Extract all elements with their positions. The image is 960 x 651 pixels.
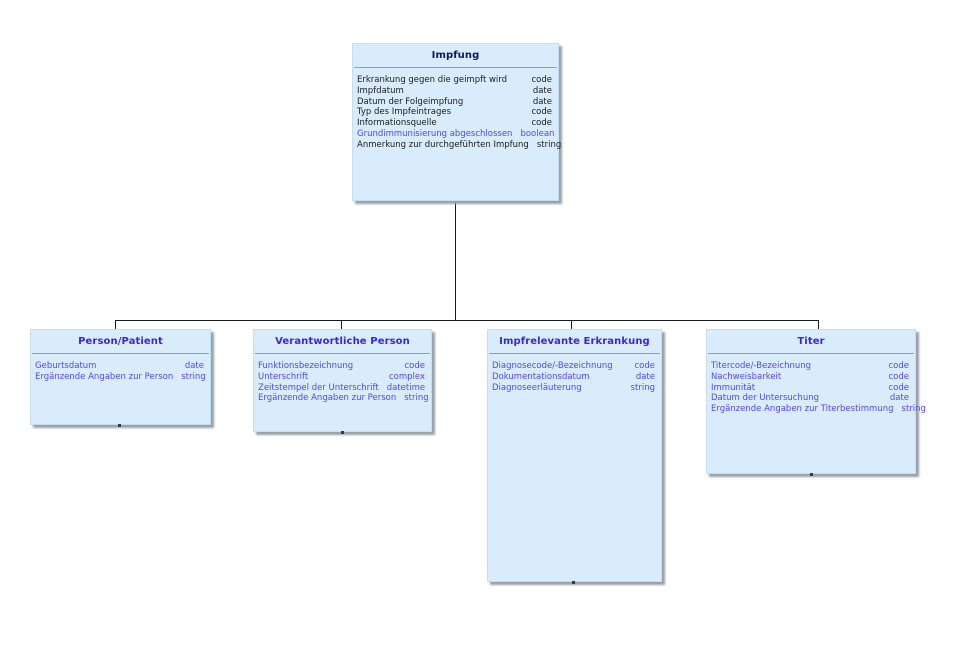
title-separator (32, 353, 209, 354)
attribute-type: code (404, 361, 426, 371)
entity-title: Impfrelevante Erkrankung (499, 336, 650, 347)
attribute-row: Grundimmunisierung abgeschlossen boolean (357, 128, 555, 140)
entity-title: Titer (797, 336, 825, 347)
attribute-list: Geburtsdatum date Ergänzende Angaben zur … (31, 354, 210, 383)
title-separator (354, 67, 557, 68)
attribute-row: Funktionsbezeichnung code (258, 361, 425, 372)
attribute-row: Ergänzende Angaben zur Titerbestimmung st… (711, 404, 926, 415)
attribute-type: code (888, 361, 910, 371)
attribute-name: Ergänzende Angaben zur Person (258, 393, 397, 404)
attribute-list: Diagnosecode/-Bezeichnung code Dokumentat… (488, 354, 661, 393)
entity-title: Verantwortliche Person (275, 336, 410, 347)
attribute-type: string (630, 382, 655, 393)
attribute-type: date (532, 85, 552, 96)
attribute-name: Geburtsdatum (35, 361, 97, 371)
attribute-type: code (888, 382, 910, 393)
attribute-row: Typ des Impfeintrages code (357, 107, 552, 118)
attribute-row: Geburtsdatum date (35, 361, 204, 372)
attribute-list: Erkrankung gegen die geimpft wird code Im… (353, 68, 561, 151)
anchor-tick (118, 424, 121, 427)
attribute-name: Informationsquelle (357, 118, 437, 129)
attribute-type: date (184, 361, 204, 371)
attribute-row: Ergänzende Angaben zur Person string (35, 371, 206, 383)
attribute-type: date (889, 393, 909, 404)
connector-stub-titer (818, 320, 819, 330)
title-separator (708, 353, 914, 354)
attribute-row: Erkrankung gegen die geimpft wird code (357, 75, 552, 86)
entity-box-verantwortliche-person[interactable]: Verantwortliche Person Funktionsbezeichn… (253, 329, 432, 432)
attribute-list: Titercode/-Bezeichnung code Nachweisbarke… (707, 354, 926, 415)
attribute-type: string (901, 404, 926, 415)
attribute-name: Funktionsbezeichnung (258, 361, 354, 371)
attribute-name: Unterschrift (258, 371, 309, 382)
connector-stub-erkrankung (571, 320, 572, 330)
attribute-name: Diagnosecode/-Bezeichnung (492, 361, 613, 371)
attribute-row: Diagnosecode/-Bezeichnung code (492, 361, 655, 372)
attribute-name: Titercode/-Bezeichnung (711, 361, 812, 371)
attribute-type: code (531, 107, 553, 118)
attribute-type: date (532, 96, 552, 107)
attribute-name: Immunität (711, 382, 756, 393)
anchor-tick (810, 473, 813, 476)
attribute-list: Funktionsbezeichnung code Unterschrift com… (254, 354, 431, 404)
connector-impfung-trunk (455, 201, 456, 320)
attribute-name: Dokumentationsdatum (492, 371, 590, 382)
attribute-name: Datum der Untersuchung (711, 393, 819, 404)
title-separator (255, 353, 430, 354)
attribute-type: date (635, 371, 655, 382)
attribute-row: Diagnoseerläuterung string (492, 383, 655, 394)
attribute-name: Zeitstempel der Unterschrift (258, 382, 379, 393)
entity-box-impfrelevante-erkrankung[interactable]: Impfrelevante Erkrankung Diagnosecode/-B… (487, 329, 662, 582)
connector-horizontal-bus (115, 320, 819, 321)
attribute-type: boolean (520, 128, 555, 139)
entity-box-person-patient[interactable]: Person/Patient Geburtsdatum date Ergänzen… (30, 329, 211, 425)
attribute-type: complex (388, 371, 425, 382)
attribute-name: Grundimmunisierung abgeschlossen (357, 128, 513, 139)
entity-title: Person/Patient (78, 336, 163, 347)
attribute-name: Diagnoseerläuterung (492, 382, 582, 393)
connector-stub-verantwortliche (341, 320, 342, 330)
attribute-type: code (888, 371, 910, 382)
attribute-name: Nachweisbarkeit (711, 371, 782, 382)
attribute-row: Ergänzende Angaben zur Person string (258, 393, 429, 404)
attribute-type: code (531, 75, 553, 85)
attribute-row: Nachweisbarkeit code (711, 372, 909, 383)
attribute-row: Anmerkung zur durchgeführten Impfung stri… (357, 139, 561, 151)
anchor-tick (572, 581, 575, 584)
attribute-name: Anmerkung zur durchgeführten Impfung (357, 139, 529, 150)
entity-title: Impfung (431, 50, 480, 61)
attribute-type: code (531, 118, 553, 129)
attribute-name: Typ des Impfeintrages (357, 107, 451, 118)
attribute-row: Impfdatum date (357, 86, 552, 97)
anchor-tick (341, 431, 344, 434)
attribute-name: Erkrankung gegen die geimpft wird (357, 75, 508, 85)
attribute-row: Immunität code (711, 383, 909, 394)
attribute-row: Titercode/-Bezeichnung code (711, 361, 909, 372)
attribute-name: Ergänzende Angaben zur Person (35, 371, 174, 382)
attribute-row: Dokumentationsdatum date (492, 372, 655, 383)
attribute-row: Datum der Folgeimpfung date (357, 97, 552, 108)
attribute-type: string (536, 139, 562, 150)
entity-box-titer[interactable]: Titer Titercode/-Bezeichnung code Nachwei… (706, 329, 926, 474)
attribute-row: Unterschrift complex (258, 372, 425, 383)
entity-box-impfung[interactable]: Impfung Erkrankung gegen die geimpft wir… (352, 43, 561, 201)
attribute-row: Informationsquelle code (357, 118, 552, 129)
attribute-name: Datum der Folgeimpfung (357, 96, 464, 107)
attribute-type: string (404, 393, 429, 404)
title-separator (489, 353, 660, 354)
attribute-type: datetime (386, 382, 426, 393)
attribute-type: code (634, 361, 656, 371)
attribute-name: Ergänzende Angaben zur Titerbestimmung (711, 404, 894, 415)
attribute-type: string (181, 371, 206, 382)
attribute-row: Zeitstempel der Unterschrift datetime (258, 383, 425, 394)
attribute-row: Datum der Untersuchung date (711, 393, 909, 404)
connector-stub-person (115, 320, 116, 330)
attribute-name: Impfdatum (357, 85, 404, 96)
